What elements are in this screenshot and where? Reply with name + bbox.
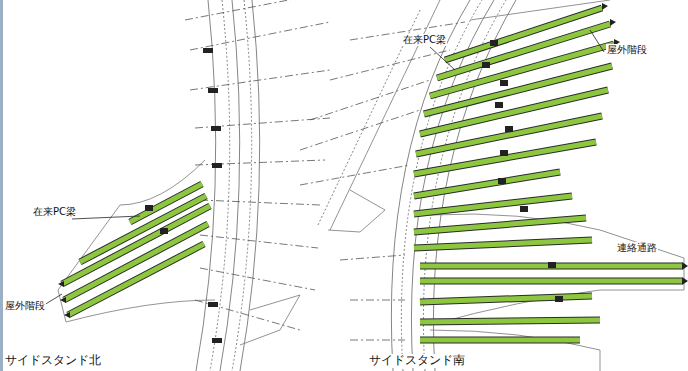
stair-label: 屋外階段 xyxy=(606,44,648,56)
passage-label: 連絡通路 xyxy=(616,242,658,254)
beam-label: 在来PC梁 xyxy=(32,206,77,218)
drawing-caption: サイドスタンド北 xyxy=(4,354,102,368)
beam-label: 在来PC梁 xyxy=(402,34,447,46)
drawing-caption: サイドスタンド南 xyxy=(368,354,466,368)
stair-label: 屋外階段 xyxy=(4,300,46,312)
